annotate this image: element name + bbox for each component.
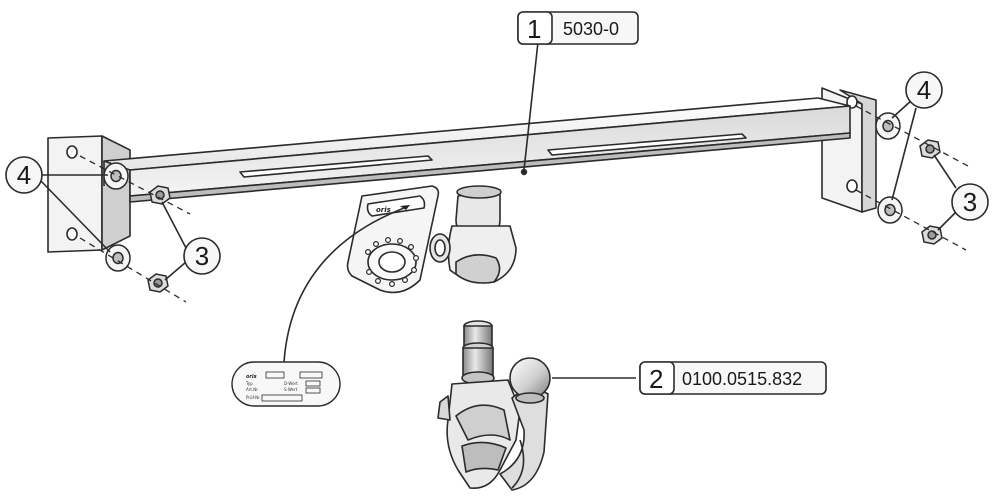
callout-nut-left: 3 (183, 237, 221, 275)
right-washer-upper (875, 112, 901, 140)
right-nut-upper (919, 139, 941, 159)
type-plate: oris Typ Art.Nr. D-Wert S-Wert Prüf-Nr. (231, 361, 341, 407)
callout-part-1-code: 5030-0 (563, 19, 619, 39)
type-plate-logo: oris (246, 374, 257, 380)
callout-washer-right: 4 (905, 71, 943, 109)
callout-nut-right: 3 (951, 183, 989, 221)
type-plate-line-5: Prüf-Nr. (246, 395, 261, 400)
left-bolt-axis-lines (79, 155, 191, 303)
left-washer-lower (105, 244, 131, 272)
left-nut-lower (147, 273, 169, 293)
callout-washer-right-number: 4 (917, 75, 931, 105)
callout-part-1: 1 5030-0 (517, 11, 639, 45)
callout-nut-right-number: 3 (963, 187, 977, 217)
type-plate-leader-line (283, 207, 405, 363)
callout-part-1-number: 1 (527, 14, 541, 44)
type-plate-line-3: D-Wert (284, 381, 298, 386)
callout-nut-left-number: 3 (195, 241, 209, 271)
callout-part-2: 2 0100.0515.832 (639, 361, 827, 395)
bracket-logo: oris (376, 206, 391, 214)
cross-beam (103, 97, 851, 203)
left-washer-upper (103, 162, 129, 190)
type-plate-line-1: Typ (245, 381, 253, 386)
right-nut-lower (921, 225, 943, 245)
callout-part-2-number: 2 (649, 364, 663, 394)
type-plate-line-4: S-Wert (284, 387, 298, 392)
callout-leaders (39, 41, 957, 379)
socket-plate: oris (346, 185, 440, 294)
left-mounting-bracket (47, 135, 131, 253)
callout-washer-left-number: 4 (17, 160, 31, 190)
type-plate-line-2: Art.Nr. (246, 387, 259, 392)
right-washer-lower (877, 196, 903, 224)
ball-receiver (429, 185, 517, 284)
callout-washer-left: 4 (5, 156, 43, 194)
callout-part-2-code: 0100.0515.832 (682, 369, 802, 389)
right-bolt-axis-lines (855, 105, 969, 251)
detachable-tow-ball (437, 320, 551, 491)
